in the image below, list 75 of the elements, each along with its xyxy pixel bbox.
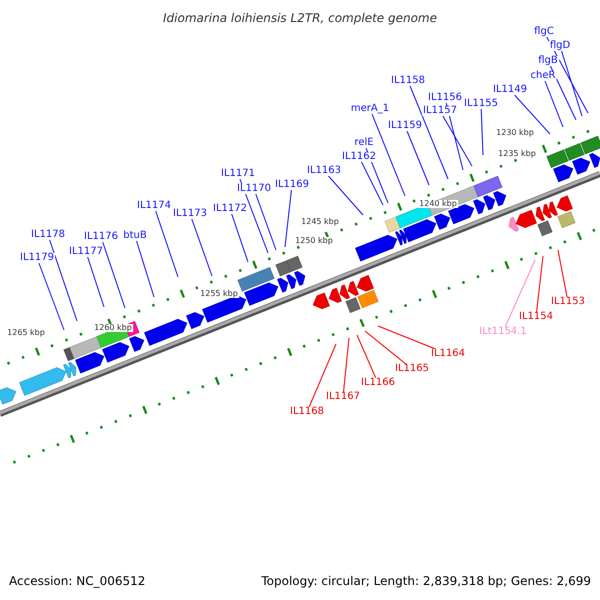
info-text: Topology: circular; Length: 2,839,318 bp; Genes: 2,699: [261, 575, 591, 587]
gene-label: IL1164: [430, 349, 466, 359]
gene-label: IL1159: [387, 121, 423, 131]
leader-line: [406, 130, 430, 186]
scale-label: 1255 kbp: [199, 290, 239, 298]
leader-line: [561, 50, 582, 116]
leader-line: [550, 66, 576, 120]
gene-label: flgD: [548, 41, 572, 51]
scale-label: 1265 kbp: [6, 329, 46, 337]
gene-label: IL1179: [19, 253, 55, 263]
scale-label: 1245 kbp: [300, 218, 340, 226]
gene-label: IL1155: [463, 99, 499, 109]
leader-line: [231, 214, 248, 262]
gene-label: IL1171: [220, 169, 256, 179]
gene-label: IL1168: [289, 407, 325, 417]
gene-label: IL1176: [83, 232, 119, 242]
leader-line: [255, 194, 276, 250]
gene-label: IL1162: [341, 152, 377, 162]
gene-label: relE: [353, 138, 375, 148]
leader-line: [372, 114, 406, 196]
gene-label: IL1172: [212, 204, 248, 214]
scale-label: 1235 kbp: [497, 150, 537, 158]
leader-line: [191, 218, 212, 276]
gene-label: IL1154: [518, 312, 554, 322]
leader-line: [239, 178, 268, 254]
gene-label: IL1156: [427, 93, 463, 103]
leader-line: [328, 176, 364, 216]
gene-label: IL1178: [30, 230, 66, 240]
scale-label: 1260 kbp: [93, 324, 133, 332]
leader-line: [87, 256, 104, 308]
leader-line: [356, 334, 376, 378]
leader-line: [536, 256, 544, 312]
gene-label: IL1166: [360, 378, 396, 388]
leader-line: [136, 240, 154, 298]
gene-label: IL1153: [550, 297, 586, 307]
gene-label: IL1177: [68, 247, 104, 257]
gene-label: IL1173: [172, 209, 208, 219]
gene-label: merA_1: [350, 104, 390, 114]
gene-label: IL1167: [325, 392, 361, 402]
leader-line: [361, 162, 384, 206]
info-text: Accession: NC_006512: [9, 575, 146, 587]
leader-line: [38, 262, 64, 330]
gene-label: IL1165: [394, 364, 430, 374]
leader-line: [308, 344, 336, 408]
leader-line: [102, 242, 126, 308]
gene-label: btuB: [122, 231, 148, 241]
gene-label: IL1157: [422, 106, 458, 116]
leader-line: [546, 36, 588, 114]
gene-label: IL1149: [492, 85, 528, 95]
leader-line: [378, 326, 436, 350]
leader-line: [442, 116, 472, 166]
leader-line: [504, 260, 536, 328]
leader-line: [364, 330, 406, 364]
leader-line: [284, 190, 292, 248]
gene-label: cheR: [530, 71, 556, 81]
leader-line: [155, 210, 178, 278]
gene-label: IL1163: [306, 166, 342, 176]
gene-label: flgB: [537, 56, 559, 66]
gene-label: IL1158: [390, 76, 426, 86]
scale-label: 1250 kbp: [294, 237, 334, 245]
gene-label: IL1174: [136, 201, 172, 211]
leader-line: [343, 338, 350, 392]
title: Idiomarina loihiensis L2TR, complete genome: [163, 12, 437, 24]
leader-line: [558, 250, 568, 298]
leader-line: [410, 86, 448, 180]
leader-line: [49, 240, 78, 322]
gene-label: IL1169: [274, 180, 310, 190]
scale-label: 1230 kbp: [495, 129, 535, 137]
leader-line: [480, 108, 484, 156]
gene-label: IL1170: [236, 184, 272, 194]
scale-label: 1240 kbp: [418, 200, 458, 208]
gene-label: ILt1154.1: [478, 327, 528, 337]
leader-line: [514, 94, 550, 134]
gene-label: flgC: [533, 27, 555, 37]
leader-line: [544, 80, 564, 128]
